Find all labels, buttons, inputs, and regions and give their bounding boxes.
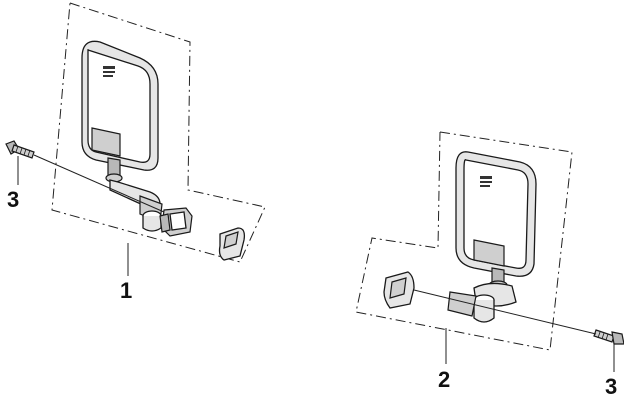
left-bolt-leader bbox=[33, 154, 165, 213]
right-mirror-stem bbox=[447, 267, 517, 323]
left-clamp-cover bbox=[218, 227, 246, 261]
callout-bolt-right: 3 bbox=[605, 374, 617, 399]
left-assembly-boundary bbox=[51, 2, 266, 263]
right-bolt bbox=[593, 329, 624, 345]
callout-bolt-left: 3 bbox=[7, 187, 19, 212]
left-mirror-arm bbox=[105, 157, 163, 232]
right-bolt-leader bbox=[413, 289, 597, 335]
left-mirror-assembly bbox=[5, 2, 266, 276]
callout-assembly-right: 2 bbox=[438, 367, 450, 392]
left-bolt bbox=[5, 140, 35, 159]
left-mirror-clamp bbox=[159, 207, 193, 237]
right-clamp-cover bbox=[383, 271, 415, 309]
callout-assembly-left: 1 bbox=[120, 278, 132, 303]
right-mirror-head bbox=[455, 151, 537, 277]
left-mirror-head bbox=[81, 40, 159, 171]
right-mirror-assembly bbox=[355, 131, 624, 372]
